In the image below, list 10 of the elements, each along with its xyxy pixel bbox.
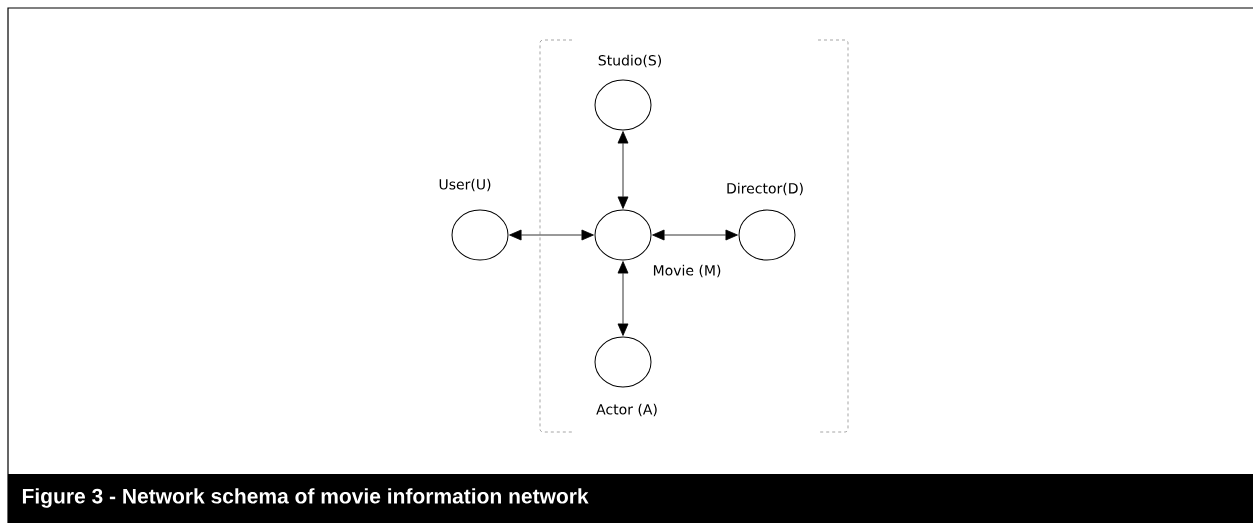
node-label: Actor (A): [596, 403, 657, 417]
arrow: [617, 261, 629, 336]
node-label: Director(D): [727, 182, 803, 196]
node-label: Studio(S): [598, 54, 662, 68]
node-label: Movie (M): [653, 264, 721, 278]
arrow: [652, 229, 738, 241]
node-label: User(U): [439, 178, 491, 192]
arrow: [617, 131, 629, 209]
caption-bar: Figure 3 - Network schema of movie information network: [8, 474, 1253, 523]
arrow: [509, 229, 594, 241]
